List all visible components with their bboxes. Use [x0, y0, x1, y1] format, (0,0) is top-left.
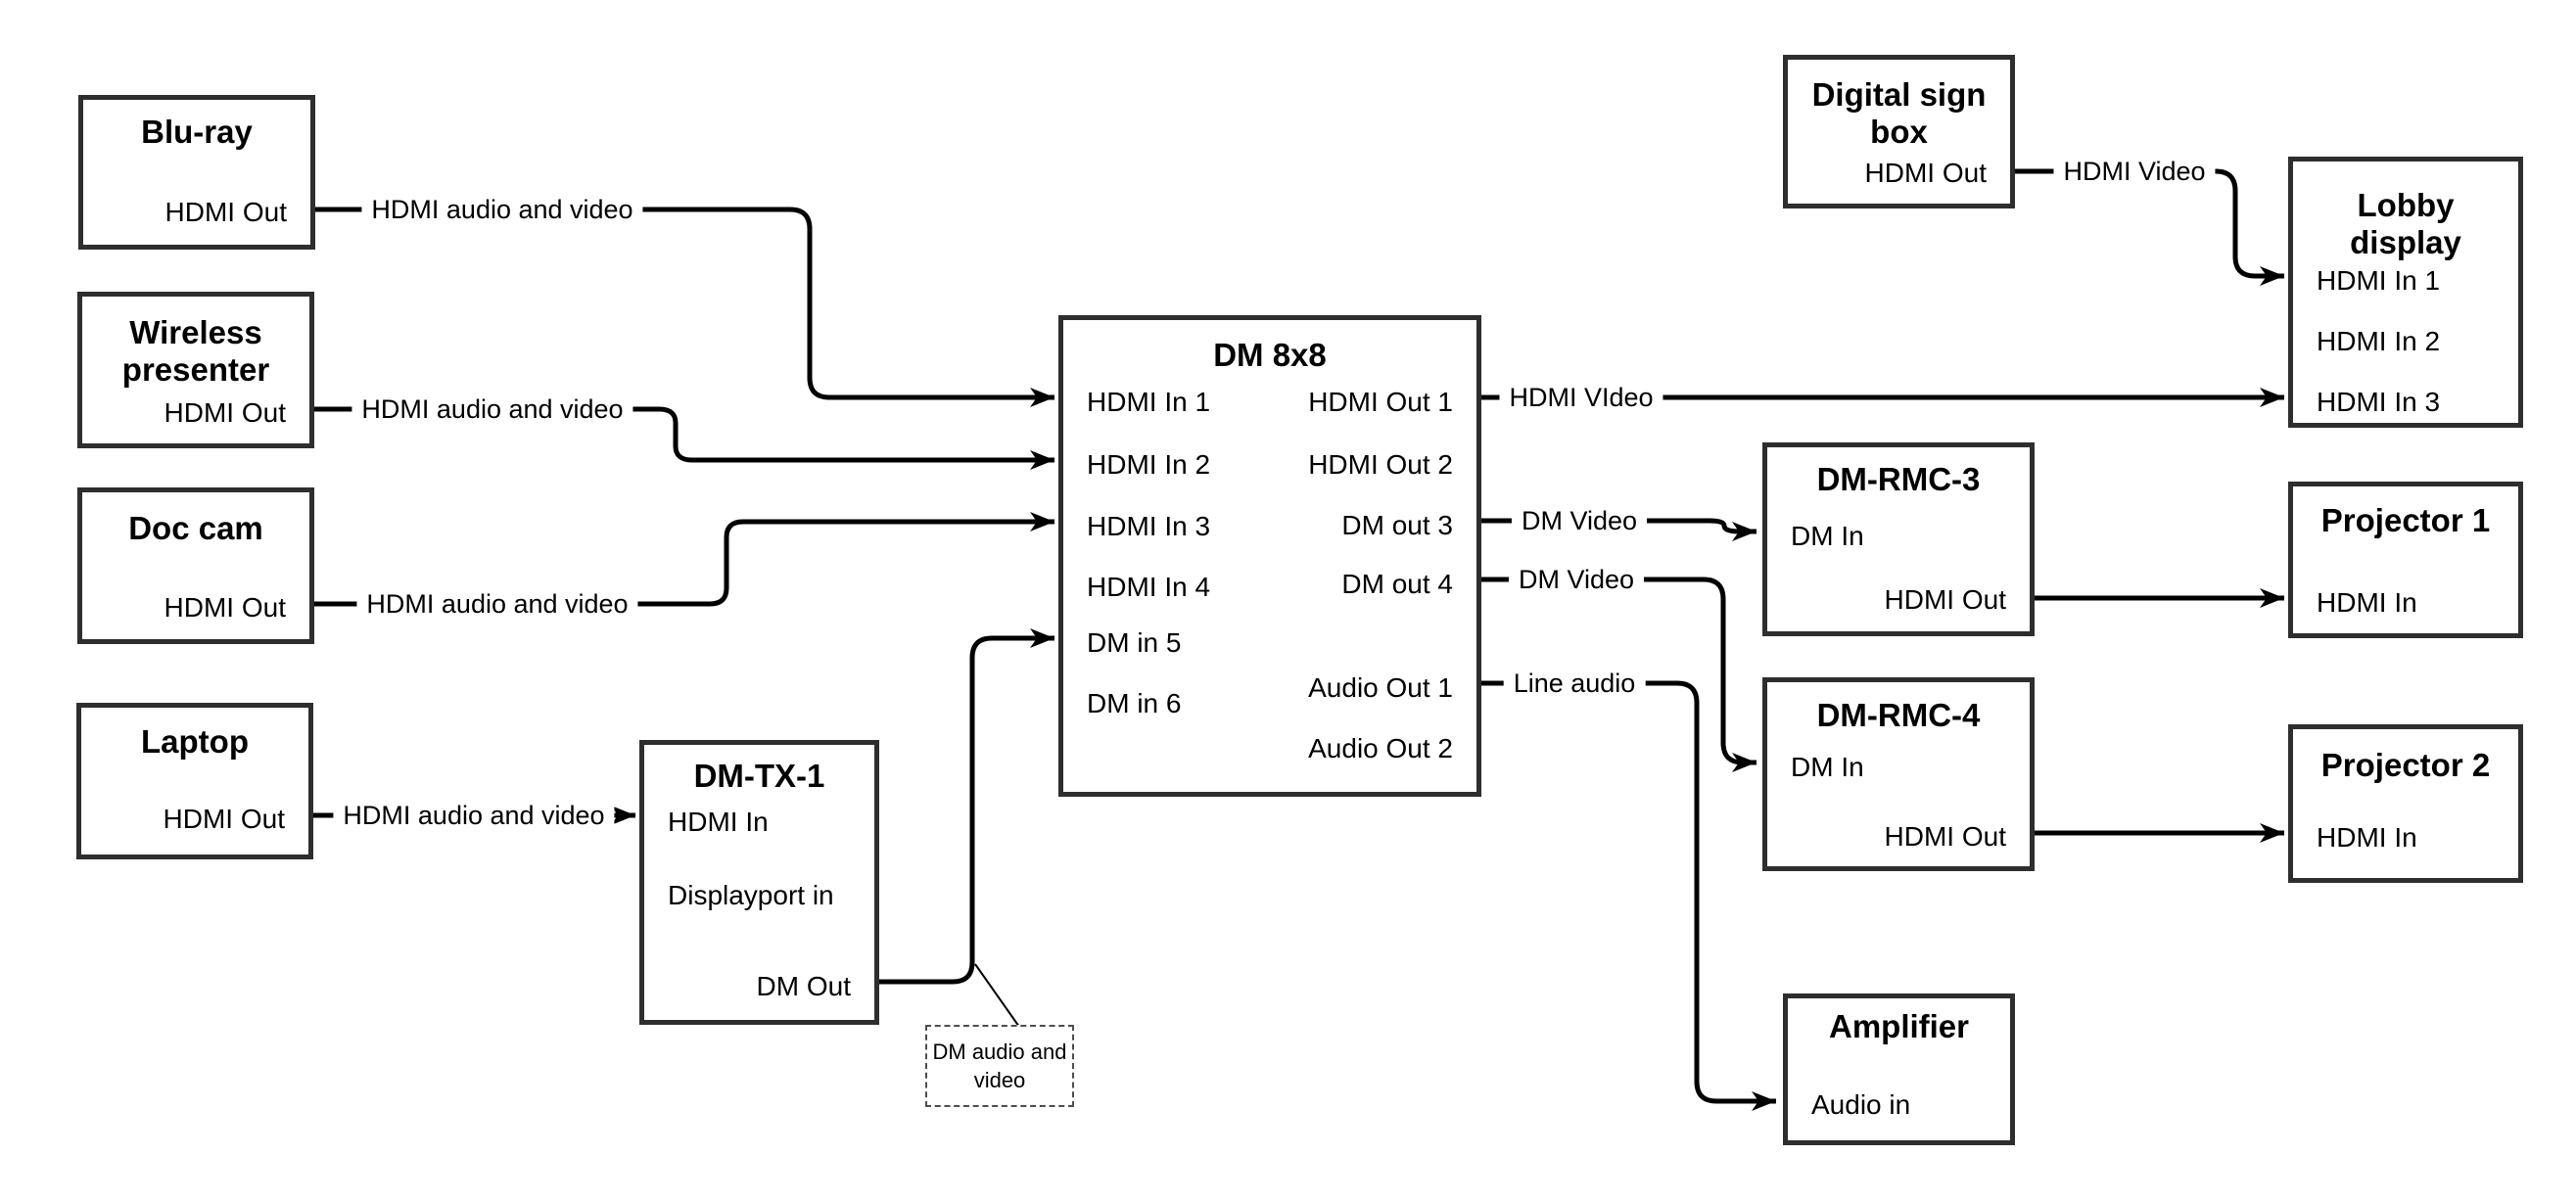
node-dm-tx-1-port-hdmi-in: HDMI In	[668, 807, 769, 837]
node-doc-cam-port-hdmi-out: HDMI Out	[164, 592, 286, 623]
node-dm-tx-1-title: DM-TX-1	[693, 758, 825, 794]
node-lobby-display-port-hdmi-in-2: HDMI In 2	[2317, 326, 2441, 356]
node-laptop: Laptop HDMI Out	[76, 703, 313, 859]
node-dm-8x8-title: DM 8x8	[1213, 337, 1327, 373]
node-dm-rmc-4-port-dm-in: DM In	[1791, 752, 1864, 782]
node-wireless-presenter-port-hdmi-out: HDMI Out	[164, 397, 286, 428]
edge-bluray-to-dm8x8-hdmi-in-1	[315, 207, 1054, 407]
node-dm-rmc-4: DM-RMC-4 DM In HDMI Out	[1762, 677, 2035, 871]
node-dm-tx-1-port-dm-out: DM Out	[756, 971, 851, 1001]
callout-leader-line	[974, 963, 1020, 1028]
node-dm-rmc-3-title: DM-RMC-3	[1816, 461, 1981, 497]
edge-label-digisign-to-lobby: HDMI Video	[2053, 156, 2216, 187]
node-projector-2-port-hdmi-in: HDMI In	[2317, 822, 2417, 853]
node-dm-8x8-port-dm-in-5: DM in 5	[1087, 627, 1182, 658]
node-dm-rmc-3: DM-RMC-3 DM In HDMI Out	[1762, 442, 2035, 636]
node-laptop-title: Laptop	[141, 723, 249, 760]
node-amplifier-title: Amplifier	[1828, 1008, 1970, 1044]
node-doc-cam: Doc cam HDMI Out	[77, 487, 314, 644]
node-dm-8x8-port-dm-out-4: DM out 4	[1341, 569, 1453, 599]
edge-label-dm8x8-out1-to-lobby: HDMI VIdeo	[1499, 382, 1663, 413]
node-dm-8x8-port-hdmi-in-2: HDMI In 2	[1087, 449, 1211, 480]
node-lobby-display-port-hdmi-in-3: HDMI In 3	[2317, 387, 2441, 417]
node-dm-rmc-3-port-dm-in: DM In	[1791, 521, 1864, 551]
edge-label-bluray-to-dm8x8: HDMI audio and video	[361, 194, 643, 225]
node-lobby-display-title: Lobby display	[2350, 187, 2461, 260]
node-dm-8x8-port-dm-in-6: DM in 6	[1087, 688, 1182, 718]
node-dm-8x8-port-hdmi-out-2: HDMI Out 2	[1308, 449, 1453, 480]
node-bluray-title: Blu-ray	[141, 114, 253, 150]
edge-label-dm8x8-out3-to-dmrmc3: DM Video	[1511, 505, 1648, 536]
node-digital-sign-box: Digital sign box HDMI Out	[1783, 55, 2015, 208]
edge-label-dm8x8-out4-to-dmrmc4: DM Video	[1508, 564, 1645, 595]
node-projector-1-title: Projector 1	[2320, 502, 2491, 538]
callout-dm-audio-and-video: DM audio and video	[925, 1025, 1074, 1107]
edge-digisign-to-lobby-hdmi-in-1	[2015, 168, 2284, 286]
node-dm-tx-1: DM-TX-1 HDMI In Displayport in DM Out	[639, 740, 879, 1025]
node-dm-8x8-port-audio-out-1: Audio Out 1	[1308, 672, 1453, 703]
edge-label-laptop-to-dmtx1: HDMI audio and video	[333, 800, 615, 831]
edge-label-doccam-to-dm8x8: HDMI audio and video	[356, 588, 638, 620]
node-projector-1: Projector 1 HDMI In	[2288, 482, 2523, 638]
node-dm-rmc-4-port-hdmi-out: HDMI Out	[1884, 821, 2006, 852]
node-bluray: Blu-ray HDMI Out	[78, 95, 315, 250]
node-dm-8x8-port-dm-out-3: DM out 3	[1341, 510, 1453, 540]
edge-dmtx1-dmout-to-dm8x8-dm-in-5	[879, 628, 1054, 985]
node-dm-8x8-port-audio-out-2: Audio Out 2	[1308, 733, 1453, 763]
edge-doccam-to-dm8x8-hdmi-in-3	[314, 512, 1054, 607]
node-dm-rmc-3-port-hdmi-out: HDMI Out	[1884, 584, 2006, 615]
node-laptop-port-hdmi-out: HDMI Out	[163, 804, 285, 834]
node-projector-2-title: Projector 2	[2320, 747, 2491, 783]
node-dm-8x8: DM 8x8 HDMI In 1 HDMI In 2 HDMI In 3 HDM…	[1058, 315, 1481, 797]
node-dm-tx-1-port-displayport-in: Displayport in	[668, 880, 834, 910]
node-bluray-port-hdmi-out: HDMI Out	[164, 197, 287, 227]
node-amplifier-port-audio-in: Audio in	[1811, 1089, 1911, 1120]
edge-label-dm8x8-audio1-to-amplifier: Line audio	[1503, 668, 1646, 699]
node-dm-8x8-port-hdmi-out-1: HDMI Out 1	[1308, 387, 1453, 417]
node-amplifier: Amplifier Audio in	[1783, 993, 2015, 1145]
edge-dm8x8-audio-out-1-to-amplifier	[1481, 680, 1776, 1111]
node-digital-sign-box-title: Digital sign box	[1811, 76, 1987, 150]
node-wireless-presenter-title: Wireless presenter	[121, 314, 270, 388]
edge-dm8x8-dm-out-3-to-dmrmc3-dm-in	[1481, 518, 1756, 541]
node-digital-sign-box-port-hdmi-out: HDMI Out	[1864, 158, 1987, 188]
node-wireless-presenter: Wireless presenter HDMI Out	[77, 292, 314, 448]
node-projector-2: Projector 2 HDMI In	[2288, 724, 2523, 883]
node-lobby-display-port-hdmi-in-1: HDMI In 1	[2317, 265, 2441, 296]
edge-dm8x8-dm-out-4-to-dmrmc4-dm-in	[1481, 577, 1756, 772]
edge-label-wireless-to-dm8x8: HDMI audio and video	[351, 393, 633, 425]
edge-wireless-to-dm8x8-hdmi-in-2	[314, 406, 1054, 470]
node-projector-1-port-hdmi-in: HDMI In	[2317, 587, 2417, 618]
node-lobby-display: Lobby display HDMI In 1 HDMI In 2 HDMI I…	[2288, 157, 2523, 428]
node-doc-cam-title: Doc cam	[128, 510, 263, 546]
node-dm-8x8-port-hdmi-in-1: HDMI In 1	[1087, 387, 1211, 417]
node-dm-8x8-port-hdmi-in-3: HDMI In 3	[1087, 511, 1211, 541]
node-dm-8x8-port-hdmi-in-4: HDMI In 4	[1087, 572, 1211, 602]
node-dm-rmc-4-title: DM-RMC-4	[1816, 697, 1981, 733]
